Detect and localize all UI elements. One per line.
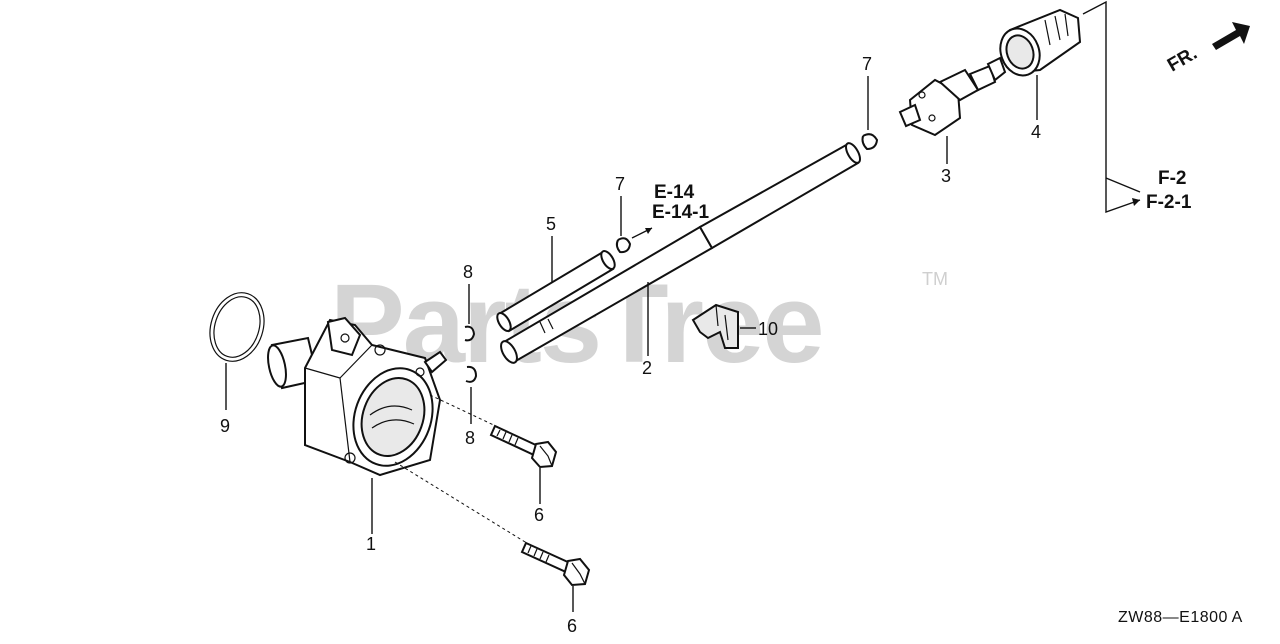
leader-f2 [1082,0,1141,213]
part-8-clip-upper[interactable] [464,325,476,342]
callout-3[interactable]: 3 [941,166,951,186]
callout-2[interactable]: 2 [642,358,652,378]
callout-10[interactable]: 10 [758,319,778,339]
orientation-label: FR. [1164,43,1201,76]
part-4-cap[interactable] [994,8,1082,81]
front-arrow-icon [1212,22,1250,50]
part-5-short-tube[interactable] [495,249,618,333]
callout-1[interactable]: 1 [366,534,376,554]
part-2-long-tube[interactable] [498,141,863,365]
part-8-clip-lower[interactable] [465,365,478,383]
callout-6-lower[interactable]: 6 [567,616,577,636]
part-1-pump-housing[interactable] [265,316,448,477]
callout-7-middle[interactable]: 7 [615,174,625,194]
ref-f-2-1[interactable]: F-2-1 [1146,192,1192,213]
diagram-code: ZW88—E1800 A [1118,609,1243,626]
part-7-clip-middle[interactable] [615,237,632,254]
ref-e-14-1[interactable]: E-14-1 [652,202,709,223]
callout-8-lower[interactable]: 8 [465,428,475,448]
callout-5[interactable]: 5 [546,214,556,234]
watermark-trademark: TM [922,269,948,289]
callout-8-upper[interactable]: 8 [463,262,473,282]
callout-4[interactable]: 4 [1031,122,1041,142]
part-7-clip-right[interactable] [861,133,879,151]
callout-7-right[interactable]: 7 [862,54,872,74]
part-10-clip[interactable] [691,303,739,349]
part-6-bolt-lower[interactable] [520,541,591,587]
callout-9[interactable]: 9 [220,416,230,436]
ref-e-14[interactable]: E-14 [654,182,695,203]
part-9-o-ring[interactable] [201,286,272,369]
part-6-bolt-upper[interactable] [489,424,558,469]
part-3-fitting[interactable] [898,56,1007,137]
callout-6-upper[interactable]: 6 [534,505,544,525]
ref-f-2[interactable]: F-2 [1158,168,1187,189]
